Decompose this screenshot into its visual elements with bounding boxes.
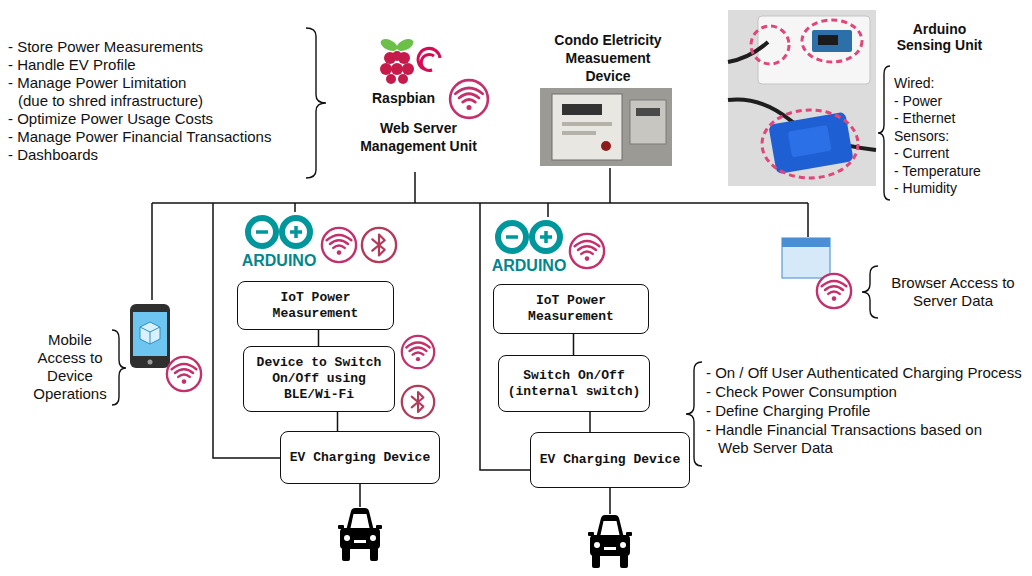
wifi-icon	[322, 228, 356, 262]
bluetooth-icon	[402, 386, 434, 418]
wifi-icon	[570, 234, 604, 268]
raspberry-logo	[379, 37, 416, 84]
process-box: EV Charging Device	[530, 432, 690, 488]
unit-title: Web Server Management Unit	[356, 119, 481, 155]
unit-title: Arduino Sensing Unit	[892, 21, 987, 53]
browser-icon	[782, 238, 830, 278]
box-text: IoT Power Measurement	[500, 293, 642, 325]
logo-caption: Raspbian	[372, 90, 435, 106]
spec-item: - Temperature	[894, 162, 981, 180]
list-item: - Define Charging Profile	[706, 402, 870, 420]
wifi-icon	[167, 357, 201, 391]
arduino-logo	[248, 218, 310, 246]
box-text: EV Charging Device	[290, 450, 430, 466]
arduino-logo	[498, 223, 560, 251]
list-item: - Manage Power Limitation (due to shred …	[8, 74, 208, 110]
connector-line	[337, 412, 339, 431]
car-icon	[588, 515, 632, 568]
callout-text: Mobile Access to Device Operations	[30, 331, 110, 403]
box-text: Switch On/Off (internal switch)	[505, 368, 643, 400]
phone-icon	[130, 304, 170, 368]
box-text: IoT Power Measurement	[244, 290, 387, 322]
logo-wordmark: ARDUINO	[241, 251, 317, 270]
list-item: - On / Off User Authenticated Charging P…	[706, 364, 1022, 382]
wire-bus	[152, 168, 808, 514]
spec-heading: Wired:	[894, 74, 934, 92]
connector-line	[573, 334, 575, 355]
spec-item: - Ethernet	[894, 109, 955, 127]
list-item: - Dashboards	[8, 146, 98, 164]
box-text: EV Charging Device	[540, 452, 680, 468]
process-box: IoT Power Measurement	[493, 284, 649, 334]
connector-line	[589, 412, 591, 432]
car-icon	[338, 508, 382, 561]
callout-text: Browser Access to Server Data	[886, 274, 1020, 310]
process-box: IoT Power Measurement	[237, 281, 394, 330]
process-box: Device to Switch On/Off using BLE/Wi-Fi	[243, 346, 395, 412]
list-item: - Optimize Power Usage Costs	[8, 110, 213, 128]
wifi-icon	[450, 80, 488, 118]
spec-heading: Sensors:	[894, 127, 949, 145]
connector-line	[318, 330, 320, 346]
process-box: Switch On/Off (internal switch)	[498, 355, 650, 412]
spec-item: - Humidity	[894, 179, 957, 197]
spec-item: - Current	[894, 144, 949, 162]
spec-item: - Power	[894, 92, 942, 110]
wifi-icon	[817, 274, 851, 308]
debian-swirl	[418, 48, 440, 70]
wifi-icon	[402, 336, 434, 368]
meter-photo	[540, 88, 672, 166]
process-box: EV Charging Device	[280, 431, 440, 484]
list-item: - Manage Power Financial Transactions	[8, 128, 271, 146]
list-item: - Check Power Consumption	[706, 383, 897, 401]
sensing-unit-photo	[728, 10, 876, 186]
list-item: - Handle Financial Transactions based on…	[706, 421, 1006, 457]
device-title: Condo Eletricity Measuement Device	[548, 31, 668, 85]
list-item: - Store Power Measurements	[8, 38, 203, 56]
logo-wordmark: ARDUINO	[491, 256, 567, 275]
bluetooth-icon	[362, 228, 396, 262]
list-item: - Handle EV Profile	[8, 56, 136, 74]
box-text: Device to Switch On/Off using BLE/Wi-Fi	[250, 355, 388, 403]
